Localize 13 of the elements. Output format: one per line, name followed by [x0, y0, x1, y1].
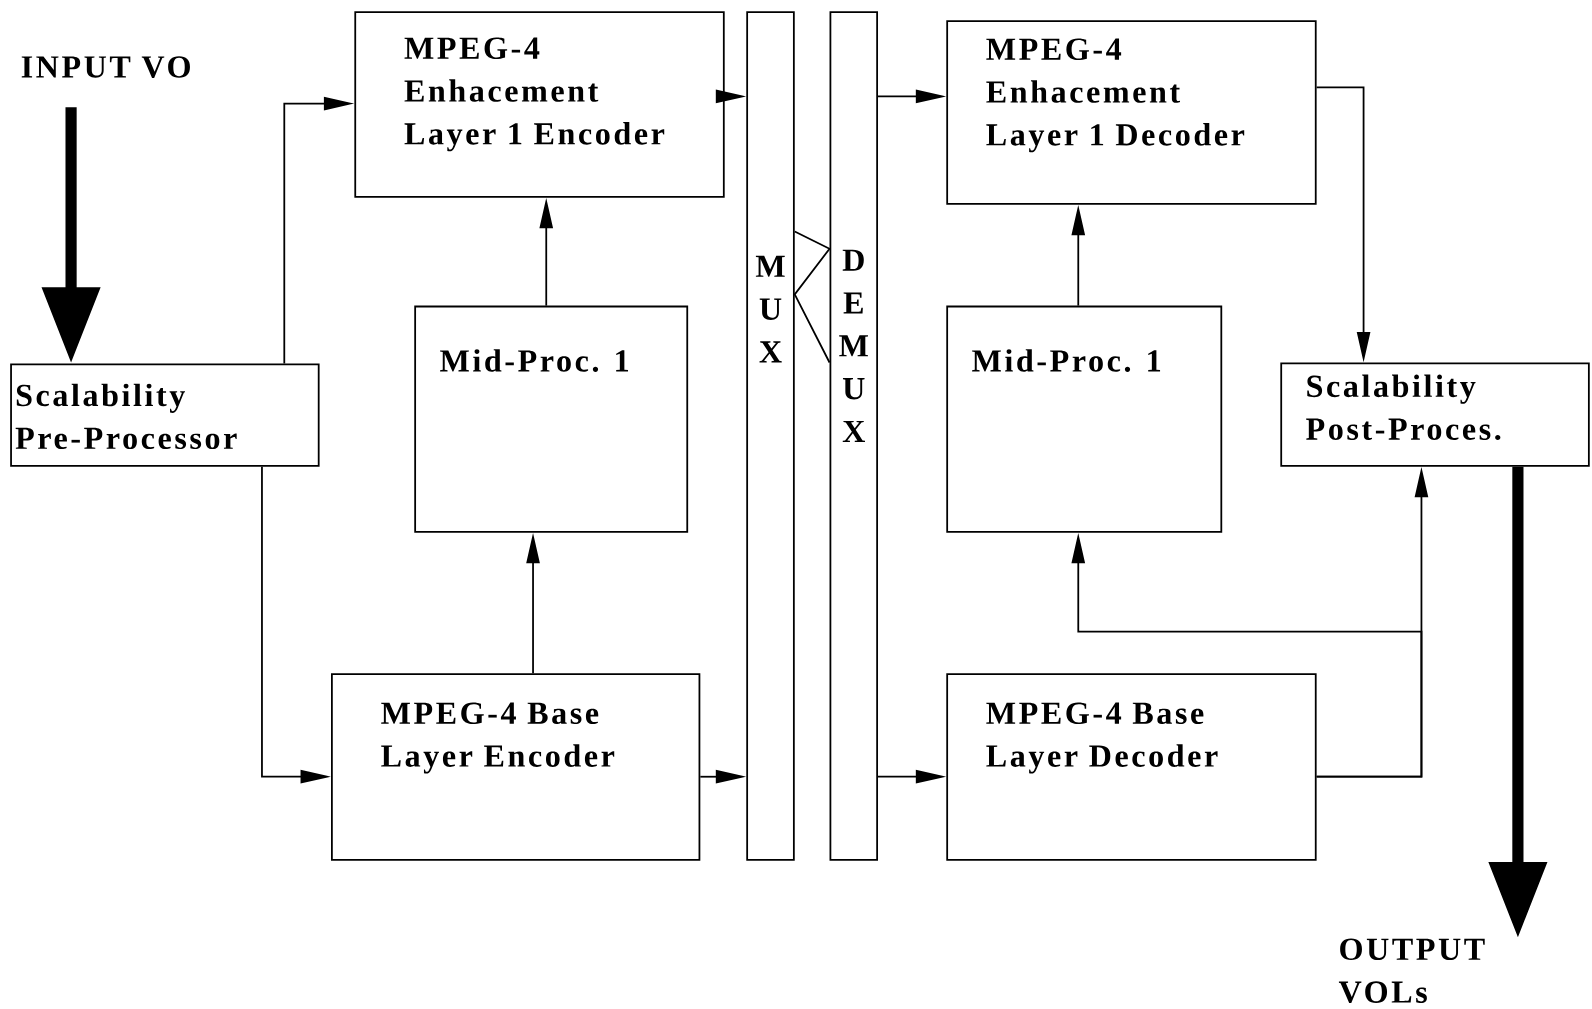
output-label: OUTPUT VOLs [1338, 938, 1485, 1003]
demultiplexer-bar: D E M U X [829, 11, 878, 861]
zigzag-connector [793, 230, 831, 364]
process-box: Scalability Post-Proces. [1280, 362, 1590, 467]
process-box: MPEG-4 Base Layer Encoder [331, 673, 701, 861]
process-box: MPEG-4 Enhacement Layer 1 Encoder [354, 11, 725, 198]
input-label: INPUT VO [21, 56, 190, 78]
process-box: Mid-Proc. 1 [946, 305, 1223, 533]
process-box: MPEG-4 Base Layer Decoder [946, 673, 1317, 861]
multiplexer-bar: M U X [746, 11, 795, 861]
process-box: Scalability Pre-Processor [10, 363, 320, 467]
process-box: MPEG-4 Enhacement Layer 1 Decoder [946, 20, 1317, 205]
process-box: Mid-Proc. 1 [414, 305, 689, 533]
